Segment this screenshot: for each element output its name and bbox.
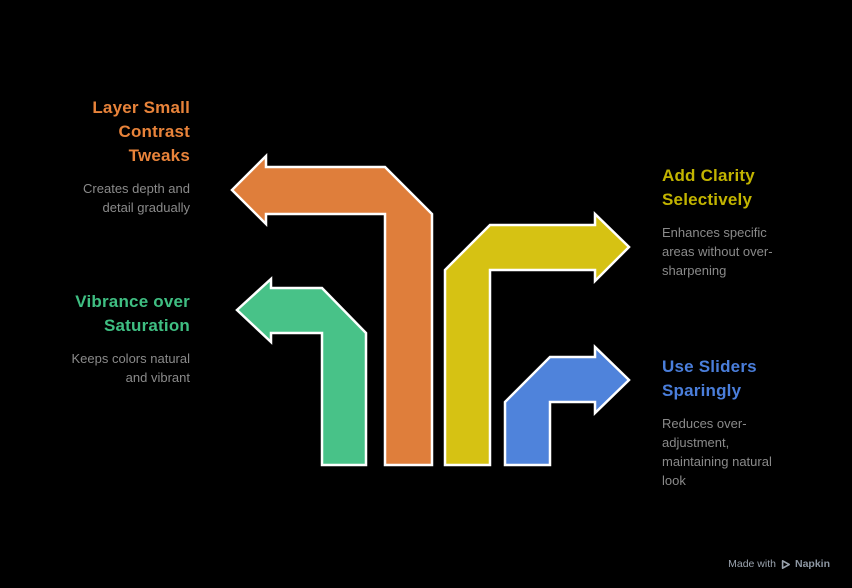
label-add-clarity-title: Add Clarity Selectively (662, 166, 755, 209)
arrow-layer-contrast-icon (230, 152, 434, 467)
arrow-vibrance-icon (235, 276, 368, 467)
label-vibrance-title: Vibrance over Saturation (75, 292, 190, 335)
label-add-clarity-description: Enhances specific areas without over-sha… (662, 225, 773, 278)
label-use-sliders: Use Sliders Sparingly Reduces over-adjus… (662, 355, 797, 490)
label-vibrance: Vibrance over Saturation Keeps colors na… (55, 290, 190, 387)
label-use-sliders-title: Use Sliders Sparingly (662, 357, 757, 400)
label-vibrance-description: Keeps colors natural and vibrant (71, 351, 190, 385)
arrow-use-sliders-icon (503, 344, 631, 467)
label-layer-contrast: Layer Small Contrast Tweaks Creates dept… (55, 96, 190, 217)
arrow-add-clarity-icon (443, 211, 631, 467)
napkin-watermark[interactable]: Made with Napkin (728, 558, 830, 570)
label-use-sliders-description: Reduces over-adjustment, maintaining nat… (662, 416, 772, 488)
watermark-made-with-text: Made with (728, 558, 776, 570)
watermark-brand-text: Napkin (794, 558, 830, 570)
label-layer-contrast-description: Creates depth and detail gradually (83, 181, 190, 215)
napkin-logo-icon (780, 559, 791, 570)
label-add-clarity: Add Clarity Selectively Enhances specifi… (662, 164, 797, 280)
label-layer-contrast-title: Layer Small Contrast Tweaks (92, 98, 190, 165)
